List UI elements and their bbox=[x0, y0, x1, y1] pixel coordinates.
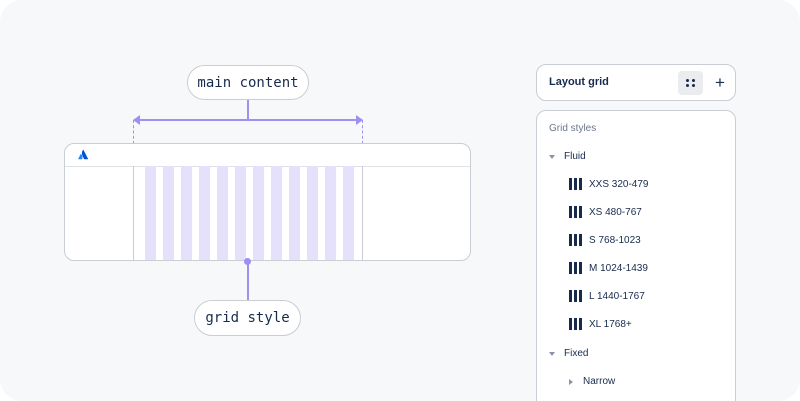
grid-style-connector bbox=[247, 262, 249, 300]
tree-group-fixed[interactable]: Fixed bbox=[549, 348, 588, 359]
main-content-area bbox=[133, 166, 363, 260]
panel-title: Layout grid bbox=[549, 76, 609, 88]
grid-style-label: M 1024-1439 bbox=[589, 262, 648, 274]
grid-style-label: XS 480-767 bbox=[589, 206, 642, 218]
chevron-down-icon bbox=[549, 154, 555, 159]
grid-style-item[interactable]: XS 480-767 bbox=[569, 206, 642, 218]
span-left-arrow-icon bbox=[133, 115, 140, 125]
browser-window bbox=[64, 143, 471, 261]
grid-column bbox=[163, 166, 174, 260]
grid-style-item[interactable]: S 768-1023 bbox=[569, 234, 641, 246]
main-content-connector bbox=[247, 100, 249, 119]
columns-icon bbox=[569, 234, 582, 246]
grid-style-item[interactable]: XXS 320-479 bbox=[569, 178, 649, 190]
columns-icon bbox=[569, 206, 582, 218]
grid-column bbox=[307, 166, 318, 260]
grid-style-item[interactable]: L 1440-1767 bbox=[569, 290, 645, 302]
columns-icon bbox=[569, 262, 582, 274]
tree-group-label: Fluid bbox=[564, 151, 586, 162]
grid-style-label: S 768-1023 bbox=[589, 234, 641, 246]
grid-column bbox=[253, 166, 264, 260]
columns-icon bbox=[569, 318, 582, 330]
grid-style-label: L 1440-1767 bbox=[589, 290, 645, 302]
grid-style-item[interactable]: M 1024-1439 bbox=[569, 262, 648, 274]
tree-group-label: Narrow bbox=[583, 376, 616, 387]
grid-column bbox=[217, 166, 228, 260]
grid-column bbox=[289, 166, 300, 260]
grid-styles-panel: Grid styles Fluid XXS 320-479 XS 480-767… bbox=[536, 110, 736, 401]
columns-icon bbox=[569, 290, 582, 302]
tree-group-fluid[interactable]: Fluid bbox=[549, 151, 586, 162]
grid-style-label: XXS 320-479 bbox=[589, 178, 649, 190]
grid-column bbox=[325, 166, 336, 260]
tree-subgroup-narrow[interactable]: Narrow bbox=[569, 376, 615, 387]
atlassian-logo-icon bbox=[78, 149, 89, 160]
chevron-right-icon bbox=[569, 378, 573, 385]
span-right-arrow-icon bbox=[356, 115, 363, 125]
columns-icon bbox=[569, 178, 582, 190]
chevron-down-icon bbox=[549, 351, 555, 356]
grid-dots-icon[interactable] bbox=[678, 71, 703, 95]
span-right-guide bbox=[362, 120, 363, 144]
plus-icon[interactable]: + bbox=[715, 73, 725, 92]
grid-style-item[interactable]: XL 1768+ bbox=[569, 318, 632, 330]
grid-column bbox=[235, 166, 246, 260]
main-content-span-line bbox=[135, 119, 361, 121]
grid-column bbox=[271, 166, 282, 260]
grid-style-label: XL 1768+ bbox=[589, 318, 632, 330]
grid-column bbox=[145, 166, 156, 260]
main-content-callout: main content bbox=[187, 65, 309, 100]
layout-grid-header: Layout grid + bbox=[536, 64, 736, 101]
grid-column bbox=[199, 166, 210, 260]
section-label: Grid styles bbox=[549, 123, 597, 134]
span-left-guide bbox=[133, 120, 134, 144]
grid-column bbox=[343, 166, 354, 260]
tree-group-label: Fixed bbox=[564, 348, 589, 359]
grid-column bbox=[181, 166, 192, 260]
grid-style-anchor-dot bbox=[244, 258, 251, 265]
grid-style-callout: grid style bbox=[194, 300, 301, 336]
browser-top-bar bbox=[65, 144, 470, 167]
